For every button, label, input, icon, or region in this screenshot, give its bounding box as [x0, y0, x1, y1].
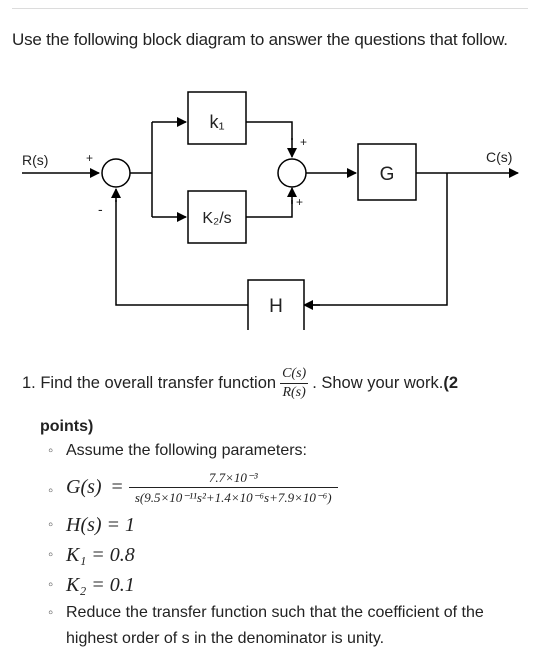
g-lhs: G(s) [66, 476, 102, 498]
h-value: H(s) = 1 [66, 514, 136, 536]
transfer-function-fraction: C(s) R(s) [280, 366, 309, 401]
block-g [357, 143, 417, 201]
fraction-denominator: R(s) [282, 385, 306, 400]
plus-sign-sum1: + [86, 151, 93, 165]
list-item-h: H(s) = 1 [48, 510, 528, 540]
top-divider [12, 8, 528, 9]
g-equals: = [111, 476, 123, 498]
block-k1-label: k₁ [209, 112, 224, 132]
block-k2-label: K₂/s [202, 210, 231, 227]
summing-junction-2 [277, 158, 307, 188]
list-item-k1: K₁ = 0.8 [48, 540, 528, 570]
fraction-numerator: C(s) [280, 366, 309, 384]
input-label: R(s) [22, 152, 48, 168]
block-h [247, 279, 305, 330]
output-label: C(s) [486, 149, 512, 165]
question-1: 1. Find the overall transfer function C(… [22, 366, 458, 401]
assume-text: Assume the following parameters: [66, 442, 307, 459]
question-prefix: 1. Find the overall transfer function [22, 374, 277, 392]
g-numerator: 7.7×10⁻³ [128, 470, 338, 488]
reduce-text: Reduce the transfer function such that t… [66, 604, 484, 647]
plus-sign-sum2-bottom: + [296, 195, 303, 209]
k2-value: K₂ = 0.1 [66, 574, 135, 596]
parameter-list: Assume the following parameters: G(s) = … [48, 438, 528, 652]
minus-sign-sum1: - [98, 201, 103, 217]
question-suffix: . Show your work. [312, 374, 444, 392]
block-diagram: R(s) C(s) + - + + k₁ K₂/s G H [22, 91, 519, 330]
list-item-reduce: Reduce the transfer function such that t… [48, 600, 526, 652]
block-h-label: H [269, 296, 283, 317]
g-denominator: s(9.5×10⁻¹¹s²+1.4×10⁻⁶s+7.9×10⁻⁶) [134, 489, 332, 505]
summing-junction-1 [101, 158, 131, 188]
points-close: points) [40, 418, 94, 435]
block-k1 [187, 91, 247, 145]
block-g-label: G [380, 164, 395, 185]
list-item-k2: K₂ = 0.1 [48, 570, 528, 600]
plus-sign-sum2-top: + [300, 135, 307, 149]
list-item-g: G(s) = 7.7×10⁻³ s(9.5×10⁻¹¹s²+1.4×10⁻⁶s+… [48, 464, 528, 510]
points-open: (2 [443, 374, 458, 392]
intro-text: Use the following block diagram to answe… [12, 30, 508, 49]
list-item-assume: Assume the following parameters: [48, 438, 528, 464]
g-fraction: 7.7×10⁻³ s(9.5×10⁻¹¹s²+1.4×10⁻⁶s+7.9×10⁻… [128, 470, 338, 505]
k1-value: K₁ = 0.8 [66, 544, 135, 566]
